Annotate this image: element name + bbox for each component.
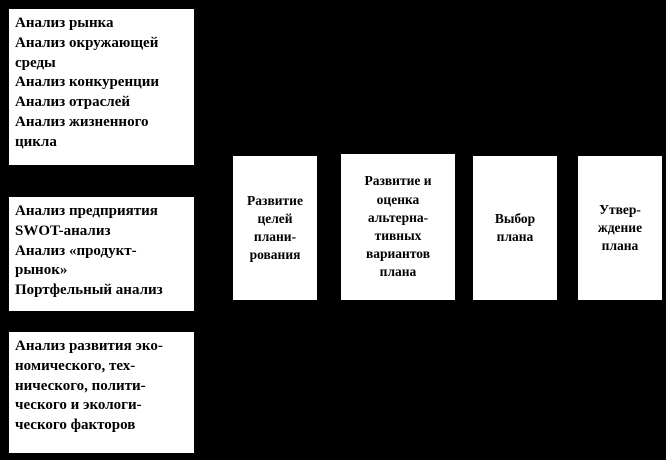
analysis-box-factors: Анализ развития эко- номического, тех- н…: [8, 331, 195, 454]
flow-step-plan-approval: Утвер- ждение плана: [577, 155, 663, 301]
analysis-box-enterprise: Анализ предприятия SWOT-анализ Анализ «п…: [8, 196, 195, 312]
flow-step-goals-development: Развитие целей плани- рования: [232, 155, 318, 301]
flow-step-alternatives-evaluation: Развитие и оценка альтерна- тивных вариа…: [340, 153, 456, 301]
flow-step-plan-selection: Выбор плана: [472, 155, 558, 301]
analysis-box-market: Анализ рынка Анализ окружающей среды Ана…: [8, 8, 195, 166]
